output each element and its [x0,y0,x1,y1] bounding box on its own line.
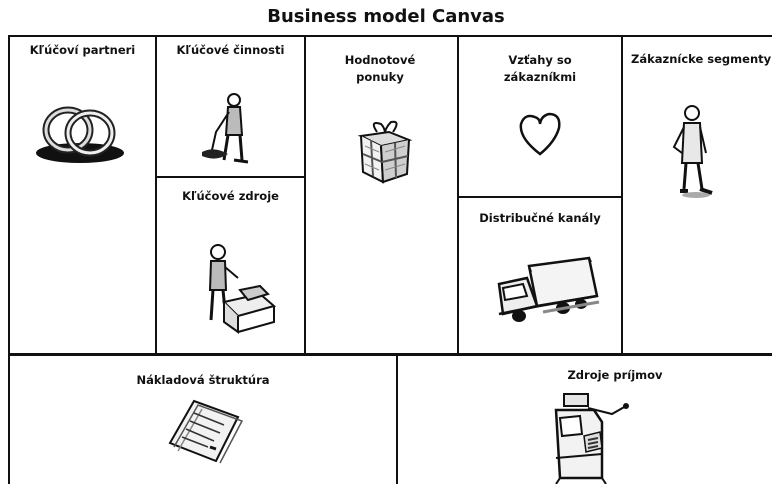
customer-segments-label: Zákaznícke segmenty [631,52,772,66]
divider-relationships-channels [457,196,623,198]
divider-partners-activities [155,35,157,355]
key-activities-label: Kľúčové činnosti [176,43,285,57]
canvas-title: Business model Canvas [267,6,505,27]
divider-activities-value [304,35,306,355]
interlocked-rings-icon [30,95,130,170]
delivery-truck-icon [493,252,603,332]
heart-icon [515,110,565,158]
revenue-streams-label: Zdroje príjmov [567,368,663,382]
key-partners-label: Kľúčoví partneri [29,43,136,57]
customer-relationships-label: Vzťahy so zákazníkmi [503,53,577,84]
standing-person-icon [662,103,722,203]
person-with-boxes-icon [198,240,278,335]
divider-relationships-segments [621,35,623,355]
key-resources-label: Kľúčové zdroje [182,189,279,203]
top-border [8,35,772,37]
divider-activities-resources [155,176,306,178]
value-propositions-label: Hodnotové ponuky [344,53,416,84]
cash-register-icon [550,388,635,484]
left-border [8,35,10,484]
divider-value-relationships [457,35,459,355]
invoice-papers-icon [164,395,244,465]
channels-label: Distribučné kanály [479,211,601,225]
divider-cost-revenue [396,355,398,484]
cost-structure-label: Nákladová štruktúra [136,373,270,387]
divider-top-bottom [8,353,772,356]
digging-person-icon [198,90,258,170]
gift-box-icon [355,118,415,188]
